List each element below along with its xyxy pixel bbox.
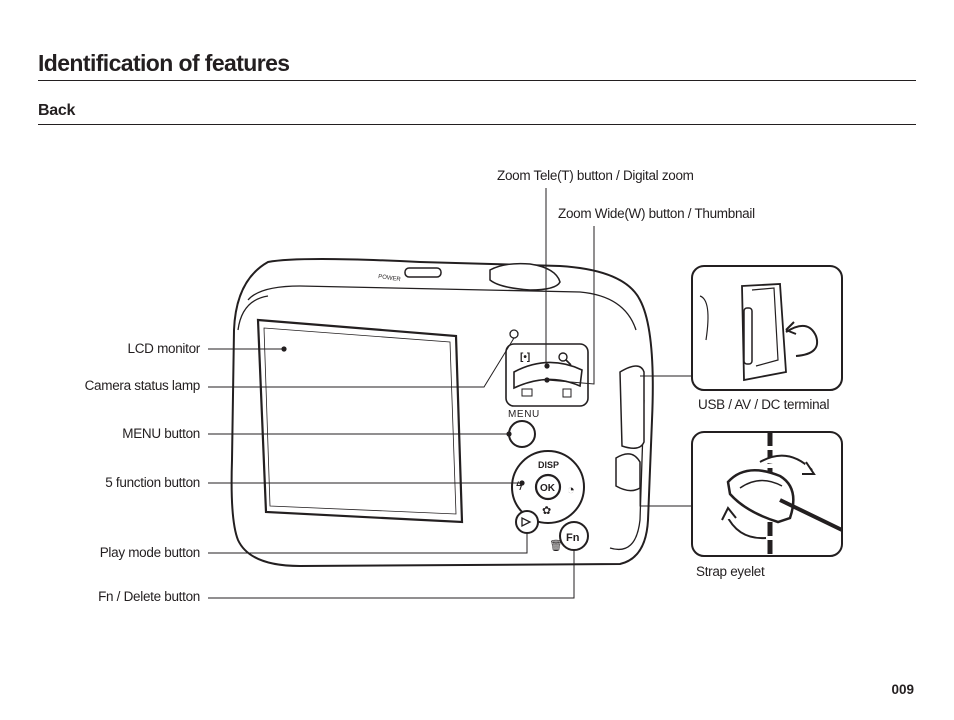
delete-icon: 🗑 (549, 539, 563, 552)
label-menu-button: MENU button (122, 426, 200, 441)
page-number: 009 (891, 682, 914, 697)
label-function-button: 5 function button (105, 475, 200, 490)
tele-pointer-dot (544, 363, 550, 369)
self-timer-icon: ◔ (567, 482, 575, 497)
lcd-screen (256, 318, 464, 524)
power-button (404, 267, 442, 278)
label-usb-terminal: USB / AV / DC terminal (698, 397, 830, 412)
macro-icon: ✿ (542, 505, 551, 517)
status-lamp-icon (509, 329, 519, 339)
thumbnail-grid-icon (521, 388, 533, 397)
title-rule (38, 80, 916, 81)
disp-marking: DISP (538, 460, 559, 470)
usb-terminal-inset (691, 265, 843, 391)
label-zoom-tele: Zoom Tele(T) button / Digital zoom (497, 168, 694, 183)
svg-text:[•]: [•] (520, 352, 530, 363)
label-fn-delete: Fn / Delete button (98, 589, 200, 604)
section-rule (38, 124, 916, 125)
flash-icon: ϟ (516, 479, 523, 493)
top-plate (404, 262, 561, 291)
menu-button-icon (508, 420, 536, 448)
section-title: Back (38, 102, 76, 119)
leader-lines (208, 188, 692, 599)
label-play-mode: Play mode button (99, 545, 201, 560)
magnify-grid-icon (562, 388, 572, 398)
strap-eyelet-inset (691, 431, 843, 557)
fn-marking: Fn (566, 532, 580, 544)
label-lcd-monitor: LCD monitor (127, 341, 201, 356)
menu-marking: MENU (508, 409, 540, 420)
label-strap-eyelet: Strap eyelet (696, 564, 765, 579)
label-status-lamp: Camera status lamp (84, 378, 201, 393)
side-detail (615, 365, 645, 492)
five-function-dial (511, 450, 585, 524)
label-zoom-wide: Zoom Wide(W) button / Thumbnail (558, 206, 755, 221)
zoom-rocker: [•] (505, 343, 589, 407)
ok-marking: OK (540, 483, 556, 494)
page-title: Identification of features (38, 50, 290, 76)
play-button-icon (515, 510, 539, 534)
power-marking: POWER (378, 274, 402, 283)
